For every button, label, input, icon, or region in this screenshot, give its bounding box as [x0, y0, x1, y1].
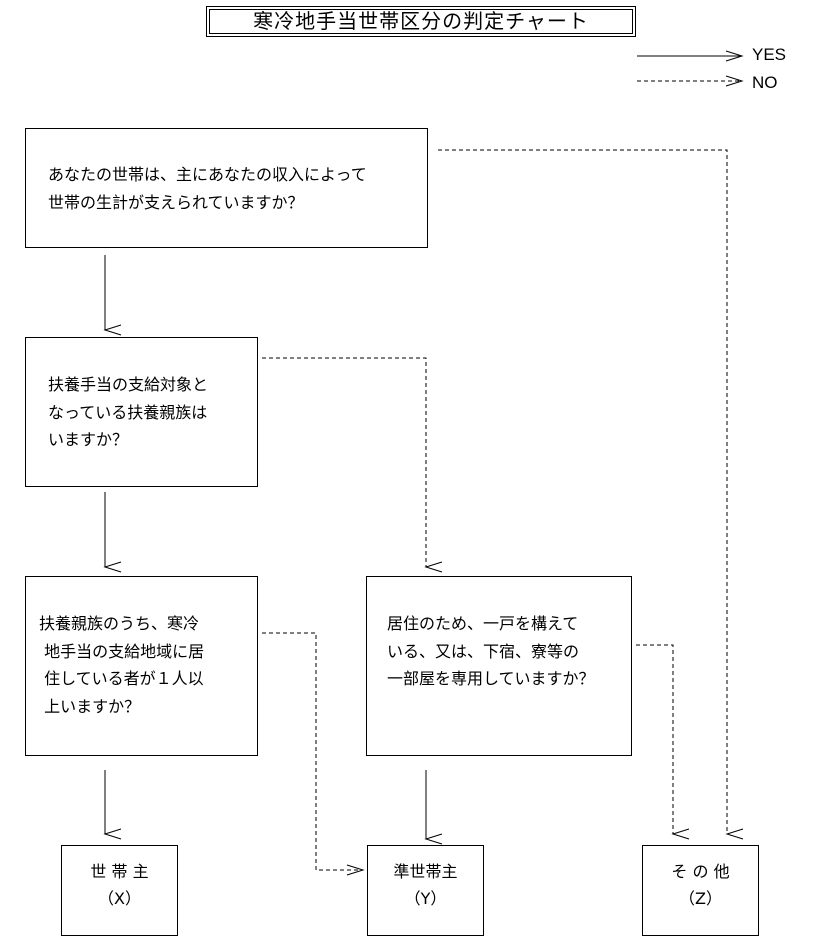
q4-no-arrow [636, 644, 690, 840]
chart-title: 寒冷地手当世帯区分の判定チャート [206, 6, 636, 37]
question-box-4: 居住のため、一戸を構えて いる、又は、下宿、寮等の 一部屋を専用していますか？ [366, 576, 632, 756]
question-3-text: 扶養親族のうち、寒冷 地手当の支給地域に居 住している者が１人以 上いますか？ [39, 614, 205, 716]
question-box-2: 扶養手当の支給対象と なっている扶養親族は いますか？ [25, 337, 258, 487]
question-2-text: 扶養手当の支給対象と なっている扶養親族は いますか？ [48, 375, 209, 449]
question-4-text: 居住のため、一戸を構えて いる、又は、下宿、寮等の 一部屋を専用していますか？ [387, 614, 595, 688]
result-box-z: そ の 他 （Z） [642, 845, 759, 936]
result-x-code: （X） [98, 889, 141, 908]
legend-no-label: NO [752, 73, 778, 92]
result-y-label: 準世帯主 [393, 862, 458, 881]
question-box-1: あなたの世帯は、主にあなたの収入によって 世帯の生計が支えられていますか？ [25, 128, 428, 248]
question-1-text: あなたの世帯は、主にあなたの収入によって 世帯の生計が支えられていますか？ [48, 165, 367, 212]
result-z-code: （Z） [679, 889, 722, 908]
result-box-x: 世 帯 主 （X） [61, 845, 178, 936]
result-z-label: そ の 他 [671, 862, 730, 881]
chart-title-text: 寒冷地手当世帯区分の判定チャート [209, 9, 633, 34]
result-box-y: 準世帯主 （Y） [367, 845, 484, 936]
q2-no-arrow [262, 357, 443, 573]
q1-no-arrow [438, 149, 744, 840]
legend-yes-label: YES [752, 45, 787, 64]
result-y-code: （Y） [404, 889, 447, 908]
q3-no-arrow [262, 632, 365, 876]
question-box-3: 扶養親族のうち、寒冷 地手当の支給地域に居 住している者が１人以 上いますか？ [25, 576, 258, 756]
result-x-label: 世 帯 主 [90, 862, 149, 881]
